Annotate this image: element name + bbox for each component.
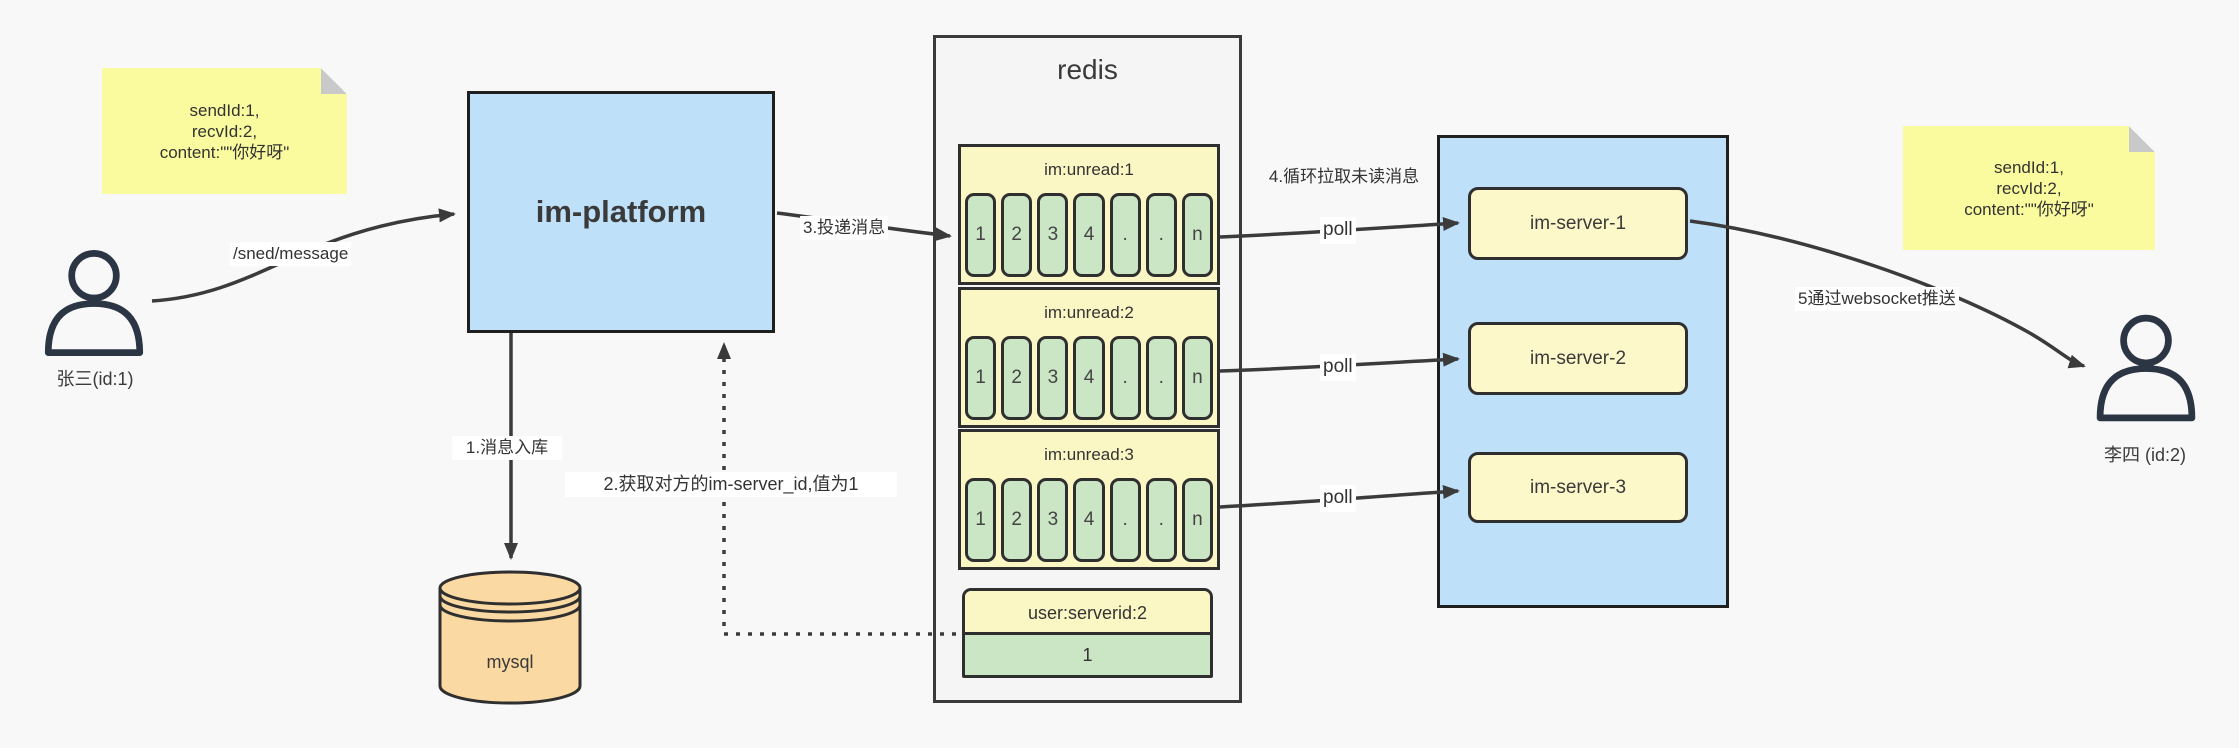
queue-cell: 4 <box>1073 478 1105 562</box>
note-fold-icon <box>321 68 347 94</box>
edge-label-send-message: /sned/message <box>230 242 352 267</box>
im-server-1-node: im-server-1 <box>1468 187 1688 260</box>
queue-cell: . <box>1109 193 1141 277</box>
queue-cell: . <box>1109 336 1141 420</box>
queue-im-unread-2: im:unread:2 1 2 3 4 . . n <box>958 287 1220 428</box>
kv-value: 1 <box>965 635 1210 675</box>
queue-cell: 2 <box>1001 336 1033 420</box>
im-server-3-node: im-server-3 <box>1468 452 1688 523</box>
queue-cell: . <box>1109 478 1141 562</box>
sticky-note-left: sendId:1, recvId:2, content:""你好呀" <box>102 68 347 194</box>
actor-label-zhangsan: 张三(id:1) <box>56 369 134 389</box>
queue-im-unread-3: im:unread:3 1 2 3 4 . . n <box>958 429 1220 570</box>
note-line: sendId:1, <box>1994 157 2064 177</box>
queue-cell: 4 <box>1073 336 1105 420</box>
queue-header: im:unread:1 <box>1044 160 1134 179</box>
edge-label-step1: 1.消息入库 <box>452 436 562 461</box>
mysql-database-icon <box>435 568 585 708</box>
queue-im-unread-1: im:unread:1 1 2 3 4 . . n <box>958 144 1220 285</box>
kv-user-serverid: user:serverid:2 1 <box>962 588 1213 678</box>
queue-cell: 3 <box>1037 336 1069 420</box>
user-zhangsan-icon <box>38 250 150 356</box>
sticky-note-right: sendId:1, recvId:2, content:""你好呀" <box>1903 126 2155 250</box>
queue-cell: . <box>1145 336 1177 420</box>
edge-label-poll-3: poll <box>1320 485 1356 512</box>
edge-label-step2: 2.获取对方的im-server_id,值为1 <box>565 472 897 498</box>
redis-title: redis <box>1057 54 1118 85</box>
queue-cell: . <box>1145 478 1177 562</box>
queue-cell: 1 <box>965 336 997 420</box>
queue-cell: 4 <box>1073 193 1105 277</box>
queue-cells: 1 2 3 4 . . n <box>961 478 1217 567</box>
queue-cell: n <box>1181 336 1213 420</box>
actor-label-lisi: 李四 (id:2) <box>2103 445 2186 465</box>
queue-cell: 1 <box>965 193 997 277</box>
queue-cell: 1 <box>965 478 997 562</box>
edge-label-poll-2: poll <box>1320 354 1356 381</box>
queue-cell: n <box>1181 193 1213 277</box>
im-server-1-label: im-server-1 <box>1529 212 1627 234</box>
im-server-2-node: im-server-2 <box>1468 322 1688 395</box>
queue-cell: 3 <box>1037 478 1069 562</box>
note-fold-icon <box>2129 126 2155 152</box>
edge-label-step4: 4.循环拉取未读消息 <box>1268 167 1420 186</box>
edge-label-poll-1: poll <box>1320 217 1356 244</box>
queue-cell: . <box>1145 193 1177 277</box>
queue-cell: 3 <box>1037 193 1069 277</box>
queue-header: im:unread:2 <box>1044 303 1134 322</box>
queue-cells: 1 2 3 4 . . n <box>961 193 1217 282</box>
im-server-2-label: im-server-2 <box>1529 347 1627 369</box>
queue-header: im:unread:3 <box>1044 445 1134 464</box>
queue-cell: 2 <box>1001 478 1033 562</box>
edge-label-step5: 5通过websocket推送 <box>1795 287 1959 312</box>
im-platform-label: im-platform <box>535 194 707 229</box>
kv-header: user:serverid:2 <box>965 591 1210 635</box>
queue-cell: 2 <box>1001 193 1033 277</box>
note-line: recvId:2, <box>191 121 258 141</box>
note-line: recvId:2, <box>1996 178 2062 198</box>
queue-cells: 1 2 3 4 . . n <box>961 336 1217 425</box>
edge-label-step3: 3.投递消息 <box>800 216 889 241</box>
note-line: sendId:1, <box>189 100 260 120</box>
im-server-3-label: im-server-3 <box>1529 476 1627 498</box>
im-platform-node: im-platform <box>467 91 775 333</box>
note-line: content:""你好呀" <box>159 142 290 162</box>
user-lisi-icon <box>2090 312 2202 424</box>
mysql-label: mysql <box>486 652 534 672</box>
queue-cell: n <box>1181 478 1213 562</box>
note-line: content:""你好呀" <box>1964 199 2094 219</box>
